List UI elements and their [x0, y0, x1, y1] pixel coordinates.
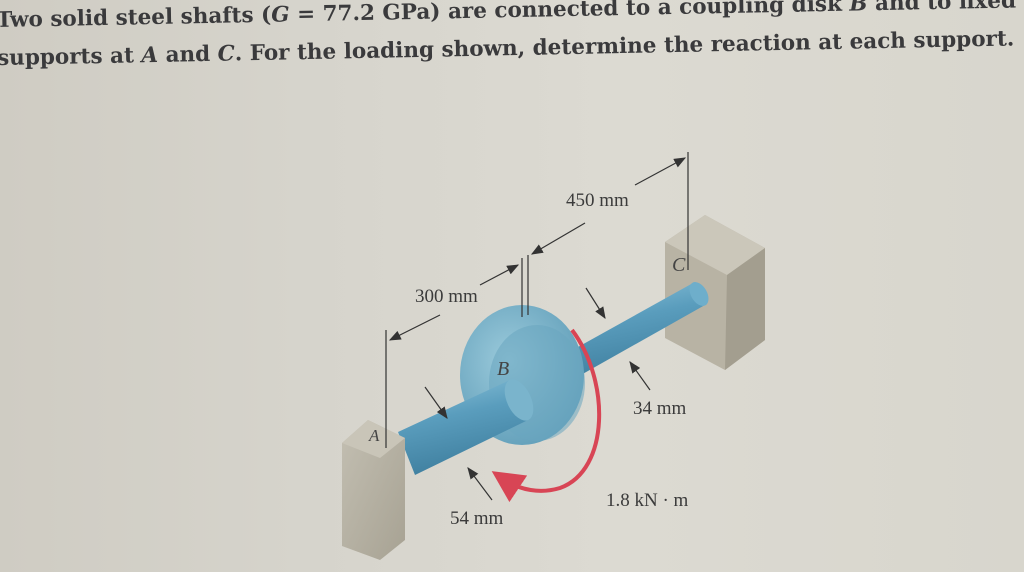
support-C — [665, 215, 765, 370]
point-label-A: A — [369, 426, 380, 445]
shaft-AB — [398, 379, 534, 475]
shaft-BC — [560, 282, 709, 380]
point-label-C: C — [672, 254, 686, 276]
point-label-B: B — [497, 358, 510, 380]
torque-arrow-icon — [491, 328, 602, 503]
support-A — [342, 420, 405, 560]
dimension-lines — [385, 152, 689, 501]
dimension-label-BC-length: 450 mm — [566, 190, 629, 211]
dimension-label-BC-diameter: 34 mm — [633, 398, 687, 419]
dimension-label-AB-length: 300 mm — [415, 286, 478, 307]
dimension-label-AB-diameter: 54 mm — [450, 508, 504, 529]
torque-label: 1.8 kN · m — [606, 490, 689, 511]
